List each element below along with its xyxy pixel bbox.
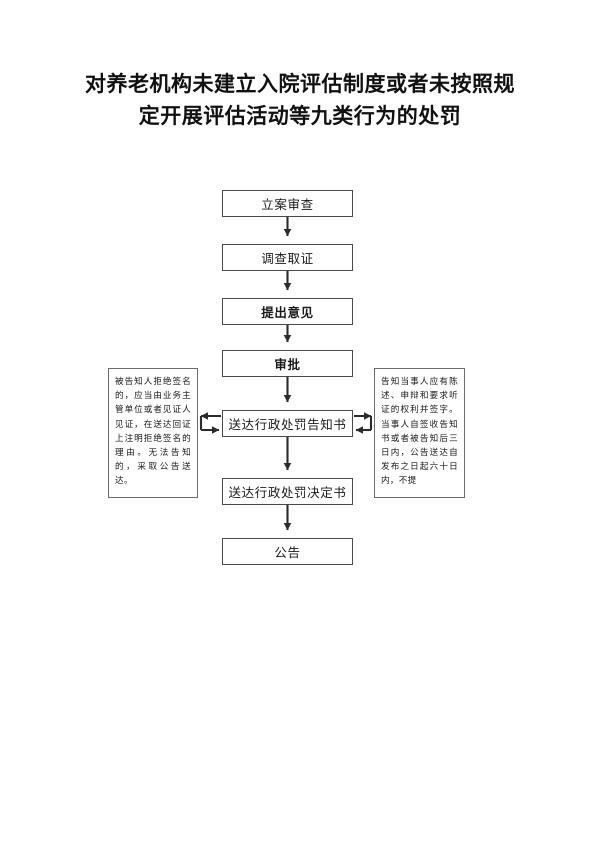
flow-node-notice[interactable]: 送达行政处罚告知书 (222, 410, 353, 437)
flow-note-right[interactable]: 告知当事人应有陈述、申辩和要求听证的权利并签字。当事人自签收告知书或者被告知后三… (374, 368, 465, 498)
flow-node-filing[interactable]: 立案审查 (222, 190, 353, 217)
flow-note-right-text: 告知当事人应有陈述、申辩和要求听证的权利并签字。当事人自签收告知书或者被告知后三… (381, 377, 458, 487)
flow-node-filing-label: 立案审查 (261, 197, 314, 212)
flow-node-investigation[interactable]: 调查取证 (222, 244, 353, 271)
page-title-line-1: 对养老机构未建立入院评估制度或者未按照规 (85, 71, 515, 96)
flow-node-notice-label: 送达行政处罚告知书 (228, 417, 347, 432)
flow-node-announcement[interactable]: 公告 (222, 538, 353, 565)
flow-node-investigation-label: 调查取证 (261, 251, 314, 266)
flow-node-opinion[interactable]: 提出意见 (222, 298, 353, 325)
flow-note-left[interactable]: 被告知人拒绝签名的，应当由业务主管单位或者见证人见证，在送达回证上注明拒绝签名的… (108, 368, 198, 498)
flow-node-decision[interactable]: 送达行政处罚决定书 (222, 478, 353, 505)
flow-note-left-text: 被告知人拒绝签名的，应当由业务主管单位或者见证人见证，在送达回证上注明拒绝签名的… (115, 377, 191, 487)
flow-node-opinion-label: 提出意见 (261, 305, 314, 320)
page-title: 对养老机构未建立入院评估制度或者未按照规 定开展评估活动等九类行为的处罚 (70, 68, 530, 132)
flow-node-decision-label: 送达行政处罚决定书 (228, 485, 347, 500)
flow-node-approval-label: 审批 (274, 357, 301, 372)
page-title-line-2: 定开展评估活动等九类行为的处罚 (138, 103, 462, 128)
flow-node-announcement-label: 公告 (274, 545, 301, 560)
flow-node-approval[interactable]: 审批 (222, 350, 353, 377)
